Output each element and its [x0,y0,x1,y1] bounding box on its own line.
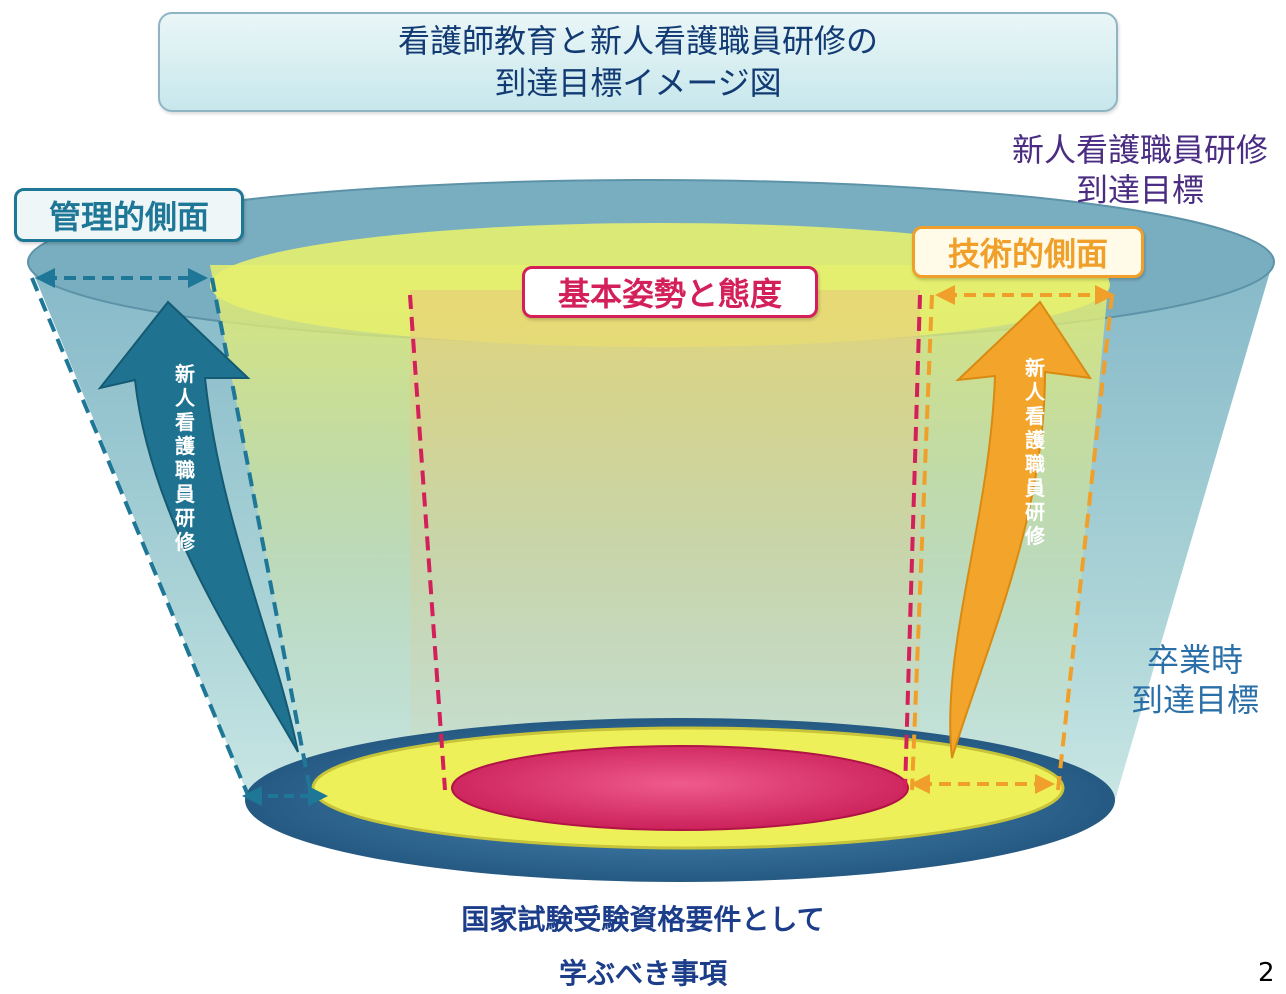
graduation-goal-line1: 卒業時 [1146,641,1243,679]
page-number: 2 [1258,958,1275,988]
graduation-goal-line2: 到達目標 [1130,681,1259,719]
title-box: 看護師教育と新人看護職員研修の 到達目標イメージ図 [158,12,1118,112]
management-dash-left [30,277,252,801]
management-label-box: 管理的側面 [14,188,244,242]
left-growth-arrow [97,300,299,753]
core-column [410,290,920,780]
right-arrow-text: 新人看護職員研修 [1025,356,1045,548]
basic-attitude-label-box: 基本姿勢と態度 [522,266,818,318]
new-nurse-goal-label: 新人看護職員研修 到達目標 [1000,130,1280,210]
new-nurse-goal-line1: 新人看護職員研修 [1011,131,1268,169]
title-line2: 到達目標イメージ図 [494,64,782,102]
technical-label-box: 技術的側面 [912,226,1144,278]
bottom-text-line2: 学ぶべき事項 [558,957,727,990]
attitude-dash-right [903,294,922,791]
basic-attitude-label: 基本姿勢と態度 [557,275,782,313]
left-arrow-text: 新人看護職員研修 [175,362,195,554]
technical-dash-left [910,294,934,791]
right-growth-arrow [949,300,1093,759]
technical-label: 技術的側面 [947,235,1108,273]
graduation-goal-label: 卒業時 到達目標 [1110,640,1280,720]
management-label: 管理的側面 [48,198,209,236]
technical-dash-right [1056,294,1114,791]
bottom-text-line1: 国家試験受験資格要件として [461,903,825,936]
title-line1: 看護師教育と新人看護職員研修の [397,22,878,60]
new-nurse-goal-line2: 到達目標 [1075,171,1204,209]
base-pink-disk [451,745,909,831]
attitude-dash-left [408,294,447,791]
